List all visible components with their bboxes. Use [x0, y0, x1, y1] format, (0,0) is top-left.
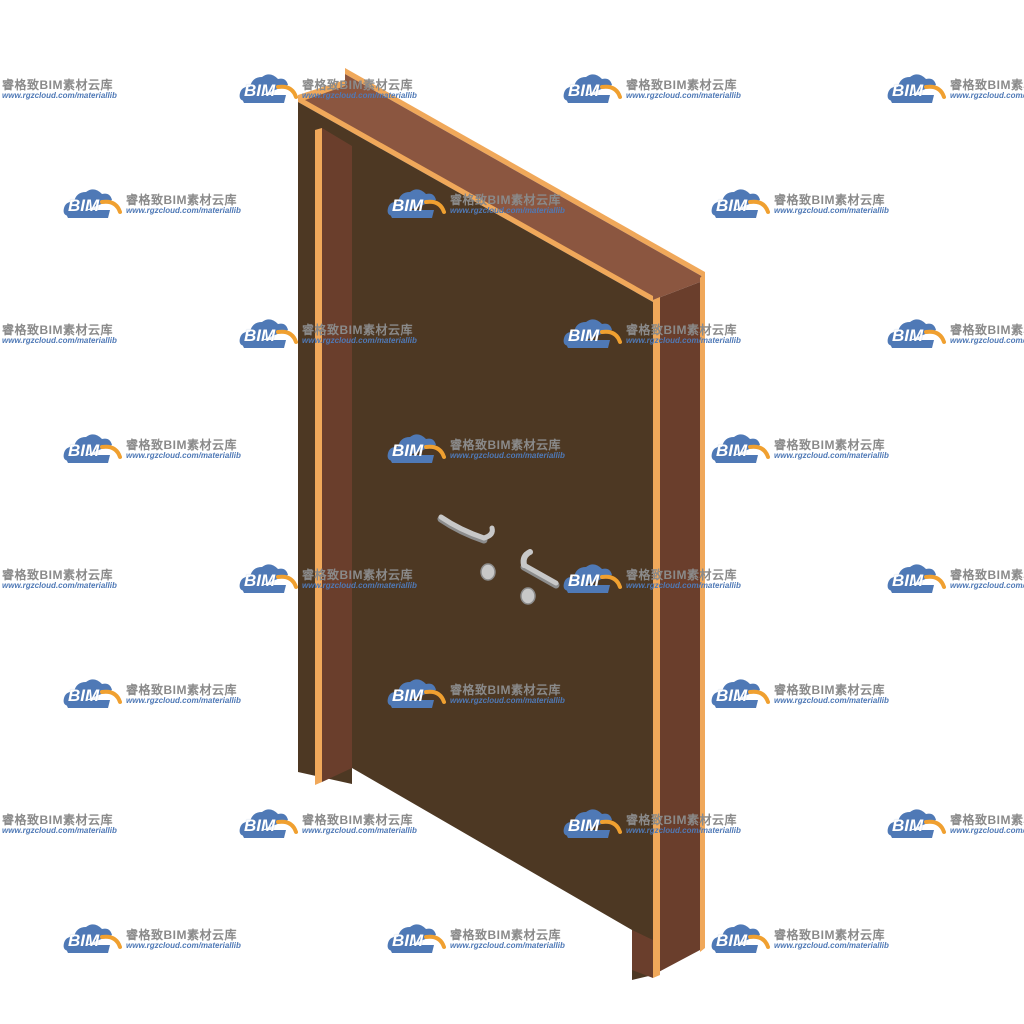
lever-handle-upper: [437, 514, 495, 544]
frame-foot: [632, 930, 653, 978]
frame-right-edge: [700, 272, 705, 952]
frame-left-inner: [322, 128, 352, 782]
frame-top-back-edge: [345, 68, 705, 278]
keyhole-rose-lower: [520, 587, 536, 605]
frame-top-front-edge: [298, 80, 653, 302]
lever-handle-lower: [520, 549, 560, 589]
frame-right-front-edge: [653, 297, 660, 978]
keyhole-rose-upper: [480, 563, 496, 581]
frame-left-edge: [315, 128, 322, 785]
frame-right-side: [653, 282, 700, 975]
frame-top: [298, 74, 705, 300]
